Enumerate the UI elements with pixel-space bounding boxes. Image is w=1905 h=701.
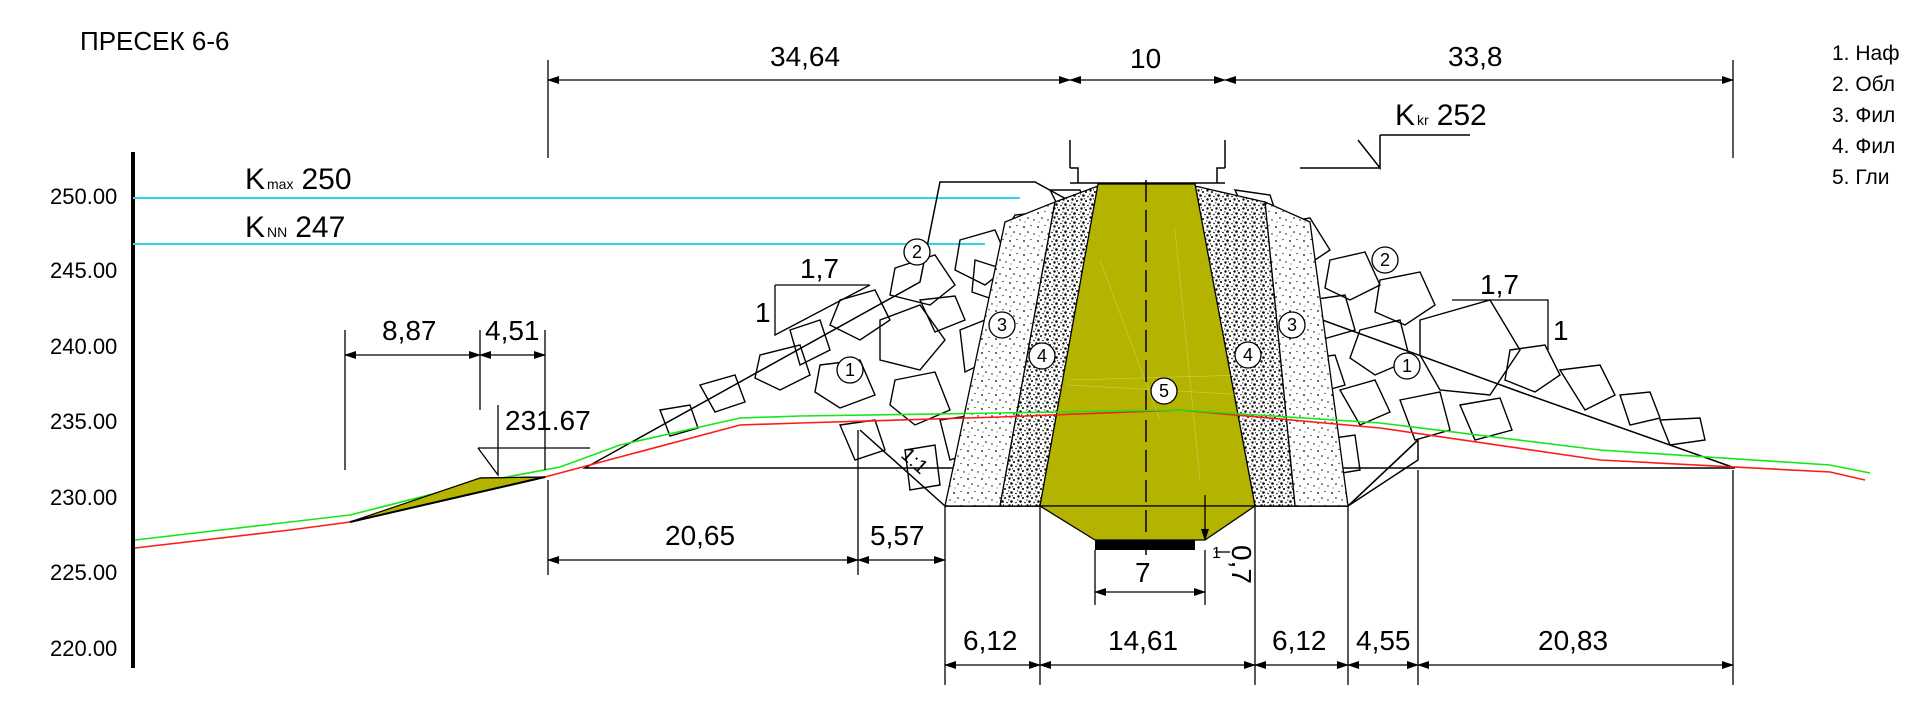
crest-parapet	[1069, 140, 1226, 184]
slope-right-h: 1,7	[1480, 269, 1519, 300]
cutoff-dimensions	[1094, 495, 1230, 605]
zone-1-left-label: 1	[845, 360, 855, 380]
dim-top-crest: 10	[1130, 43, 1161, 74]
terrain-design-line	[134, 409, 1866, 549]
elev-tick-235: 235.00	[50, 409, 117, 434]
elev-tick-225: 225.00	[50, 560, 117, 585]
elev-tick-240: 240.00	[50, 334, 117, 359]
slope-indicator-right	[1452, 299, 1549, 350]
dim-bottom-1: 6,12	[963, 625, 1018, 656]
legend-item-3: 3. Фил	[1832, 104, 1895, 127]
slope-indicator-left	[774, 284, 871, 337]
dim-mid-b: 5,57	[870, 520, 925, 551]
elev-tick-220: 220.00	[50, 636, 117, 661]
zone-4-right-label: 4	[1243, 345, 1253, 365]
legend-item-2: 2. Обл	[1832, 73, 1895, 96]
legend-item-4: 4. Фил	[1832, 135, 1895, 158]
dim-mid-a: 20,65	[665, 520, 735, 551]
dim-bottom-3: 6,12	[1272, 625, 1327, 656]
dim-top-right: 33,8	[1448, 41, 1503, 72]
zone-3-left-label: 3	[997, 315, 1007, 335]
dim-berm-b: 4,51	[485, 315, 540, 346]
zone-2-right: 2	[1380, 250, 1390, 270]
legend-item-1: 1. Наф	[1832, 42, 1899, 65]
dim-cutoff-w: 7	[1135, 557, 1151, 588]
zone-3-right-label: 3	[1287, 315, 1297, 335]
slope-right-v: 1	[1553, 315, 1569, 346]
dim-cutoff-h: 0,7	[1226, 545, 1257, 584]
cutoff-trench	[1037, 505, 1258, 541]
zone-1-right-label: 1	[1402, 356, 1412, 376]
legend: 1. Наф 2. Обл 3. Фил 4. Фил 5. Гли	[1832, 42, 1899, 189]
slope-left-h: 1,7	[800, 253, 839, 284]
terrain-existing-line	[134, 409, 1871, 541]
dim-bottom-2: 14,61	[1108, 625, 1178, 656]
bottom-dimensions	[944, 470, 1734, 685]
dim-cutoff-small: 1	[1212, 545, 1221, 562]
berm-dimensions	[344, 330, 590, 477]
core-slope-label: 1:1	[896, 444, 931, 479]
elev-tick-250: 250.00	[50, 184, 117, 209]
zone-4-left-label: 4	[1037, 346, 1047, 366]
dim-top-left: 34,64	[770, 41, 840, 72]
elevation-axis: 250.00 245.00 240.00 235.00 230.00 225.0…	[50, 152, 135, 668]
zone-5-label: 5	[1159, 381, 1169, 401]
kkr-marker	[1300, 134, 1470, 171]
dim-bottom-4: 4,55	[1356, 625, 1411, 656]
dim-bottom-5: 20,83	[1538, 625, 1608, 656]
section-title: ПРЕСЕК 6-6	[80, 26, 229, 56]
dim-berm-a: 8,87	[382, 315, 437, 346]
zone-markers	[836, 238, 1421, 405]
elev-tick-245: 245.00	[50, 258, 117, 283]
zone-2-left: 2	[912, 242, 922, 262]
grout-curtain	[1095, 540, 1195, 550]
legend-item-5: 5. Гли	[1832, 166, 1890, 189]
elev-tick-230: 230.00	[50, 485, 117, 510]
dim-berm-elev: 231.67	[505, 405, 591, 436]
slope-left-v: 1	[755, 297, 771, 328]
middle-dimensions	[547, 430, 946, 685]
top-dimensions	[547, 60, 1734, 158]
